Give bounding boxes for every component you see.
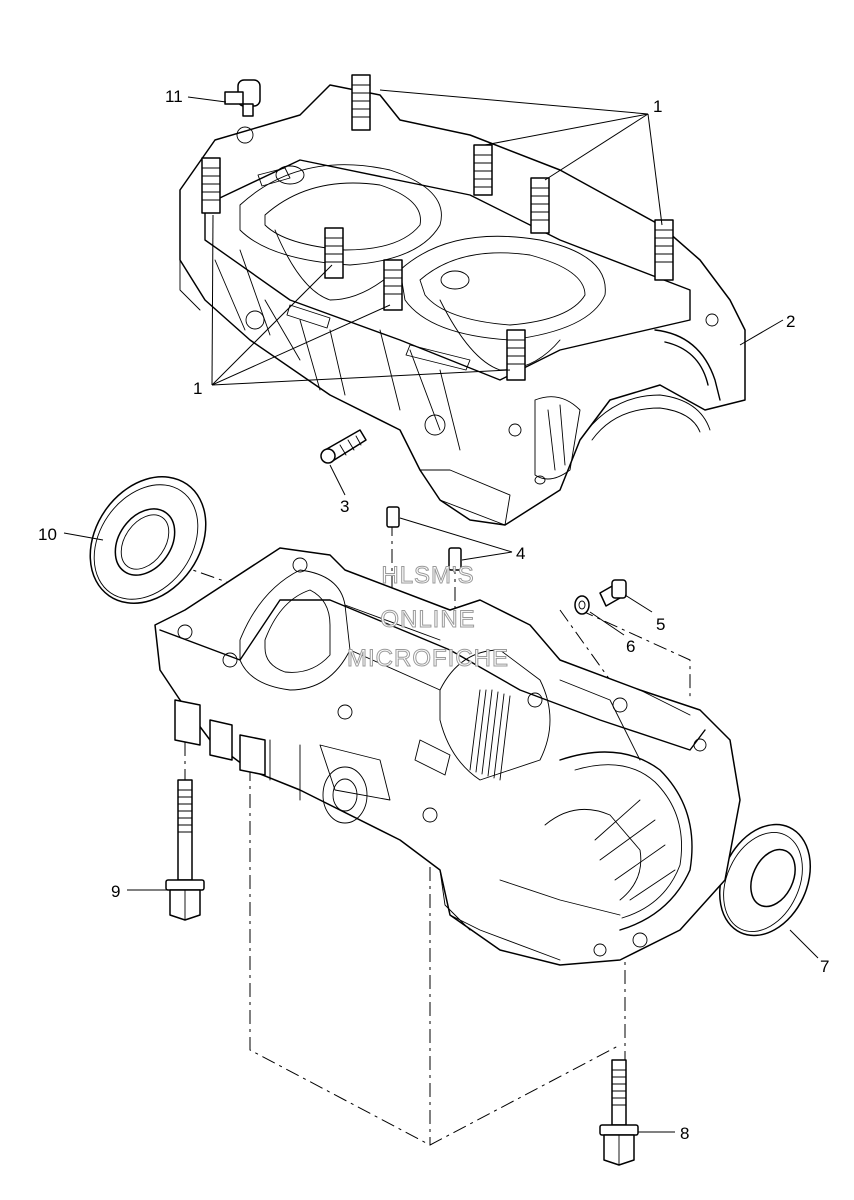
long-bolt-8 [599, 1059, 639, 1166]
elbow-fitting [224, 79, 261, 117]
callout-8: 8 [680, 1124, 689, 1143]
stud [383, 259, 403, 311]
callout-10: 10 [38, 525, 57, 544]
callout-11: 11 [165, 87, 183, 106]
callout-4: 4 [516, 544, 525, 563]
stud [473, 144, 493, 196]
lower-crankcase [154, 547, 741, 966]
stud [324, 227, 344, 279]
oil-seal-left [89, 476, 207, 604]
stud [351, 74, 371, 131]
callout-2: 2 [786, 312, 795, 331]
leader-lines [63, 89, 819, 1133]
callout-1-top: 1 [653, 97, 662, 116]
watermark-line-3: MICROFICHE [347, 645, 509, 672]
watermark-line-1: HLSM'S [381, 562, 474, 589]
plug-screw [599, 579, 627, 607]
dowel-pins [386, 506, 462, 571]
callout-3: 3 [340, 497, 349, 516]
sealing-washer [574, 595, 590, 615]
callouts: 1 1 2 3 4 5 6 7 8 9 10 11 [38, 87, 829, 1143]
stud [530, 177, 550, 234]
stud [506, 329, 526, 381]
callout-9: 9 [111, 882, 120, 901]
long-bolt-9 [165, 779, 205, 921]
callout-6: 6 [626, 637, 635, 656]
stud [201, 157, 221, 214]
callout-7: 7 [820, 957, 829, 976]
watermark-line-2: ONLINE [380, 606, 475, 633]
stud [654, 219, 674, 281]
upper-crankcase [179, 84, 746, 526]
hollow-bolt [320, 429, 367, 464]
callout-5: 5 [656, 615, 665, 634]
cylinder-studs [201, 74, 674, 381]
watermark: HLSM'S ONLINE MICROFICHE [347, 562, 509, 673]
callout-1-bottom: 1 [193, 379, 202, 398]
